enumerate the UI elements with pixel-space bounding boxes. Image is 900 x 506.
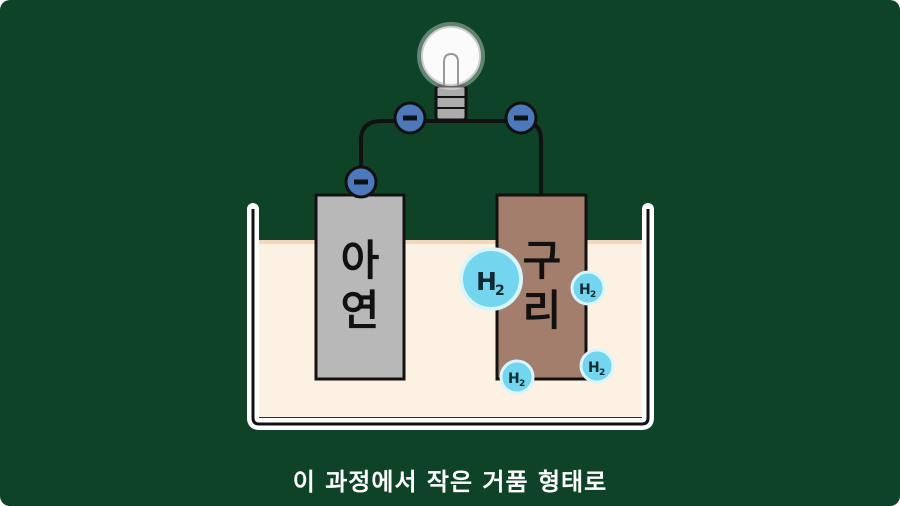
subtitle-caption: 이 과정에서 작은 거품 형태로 xyxy=(292,468,608,496)
zinc-label-2: 연 xyxy=(341,286,380,335)
zinc-label-1: 아 xyxy=(341,236,380,285)
h2-bubble: H 2 xyxy=(579,348,615,384)
svg-text:H: H xyxy=(588,360,600,376)
electron-2 xyxy=(504,101,538,135)
svg-text:2: 2 xyxy=(590,290,596,300)
h2-bubble: H 2 xyxy=(499,359,535,395)
beaker xyxy=(247,203,654,430)
svg-text:2: 2 xyxy=(519,379,525,389)
electron-1 xyxy=(393,101,427,135)
h2-bubble-large: H 2 xyxy=(459,247,523,311)
zinc-electrode: 아 연 xyxy=(314,193,406,381)
copper-label-1: 구 xyxy=(523,236,562,285)
svg-text:H: H xyxy=(508,371,520,387)
h2-bubble: H 2 xyxy=(570,270,606,306)
svg-text:H: H xyxy=(476,267,497,296)
svg-text:2: 2 xyxy=(495,283,505,299)
svg-text:H: H xyxy=(579,282,591,298)
copper-label-2: 리 xyxy=(523,286,562,335)
light-bulb-icon xyxy=(417,22,485,122)
svg-text:2: 2 xyxy=(599,368,605,378)
electron-3 xyxy=(344,165,378,199)
